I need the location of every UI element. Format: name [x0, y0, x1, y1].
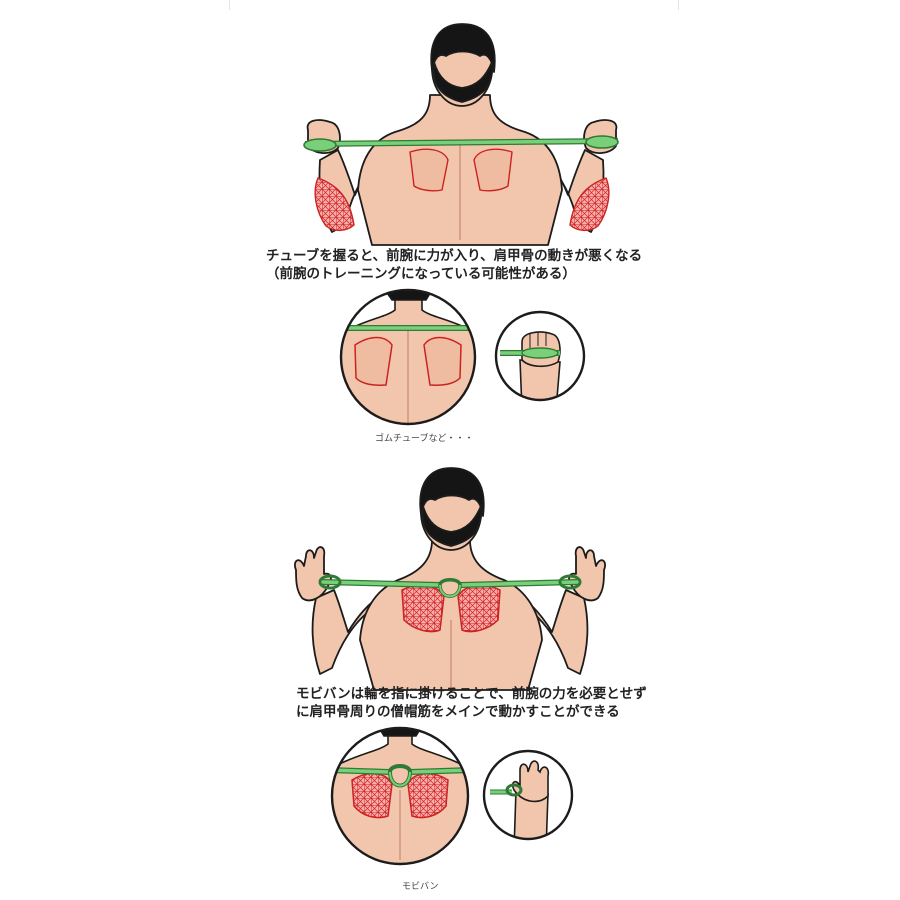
frame-edge-right [678, 0, 679, 10]
caption-mobiban-line2: に肩甲骨周りの僧帽筋をメインで動かすことができる [296, 704, 620, 720]
label-rubber-tube: ゴムチューブなど・・・ [375, 434, 474, 444]
caption-mobiban-line1: モビバンは輪を指に掛けることで、前腕の力を必要とせず [296, 686, 647, 702]
caption-tube-line2: （前腕のトレーニングになっている可能性がある） [266, 266, 576, 282]
figure-tube-grip [303, 23, 619, 246]
frame-edge-left [229, 0, 230, 10]
inset-trapezius-mobiban [330, 726, 470, 866]
inset-finger-loop [482, 749, 574, 841]
figure-mobiban [294, 467, 606, 691]
caption-tube-line1: チューブを握ると、前腕に力が入り、肩甲骨の動きが悪くなる [266, 248, 643, 264]
label-mobiban: モビバン [402, 882, 439, 892]
inset-fist-grip [494, 310, 586, 402]
inset-scapula-tube [339, 288, 477, 426]
